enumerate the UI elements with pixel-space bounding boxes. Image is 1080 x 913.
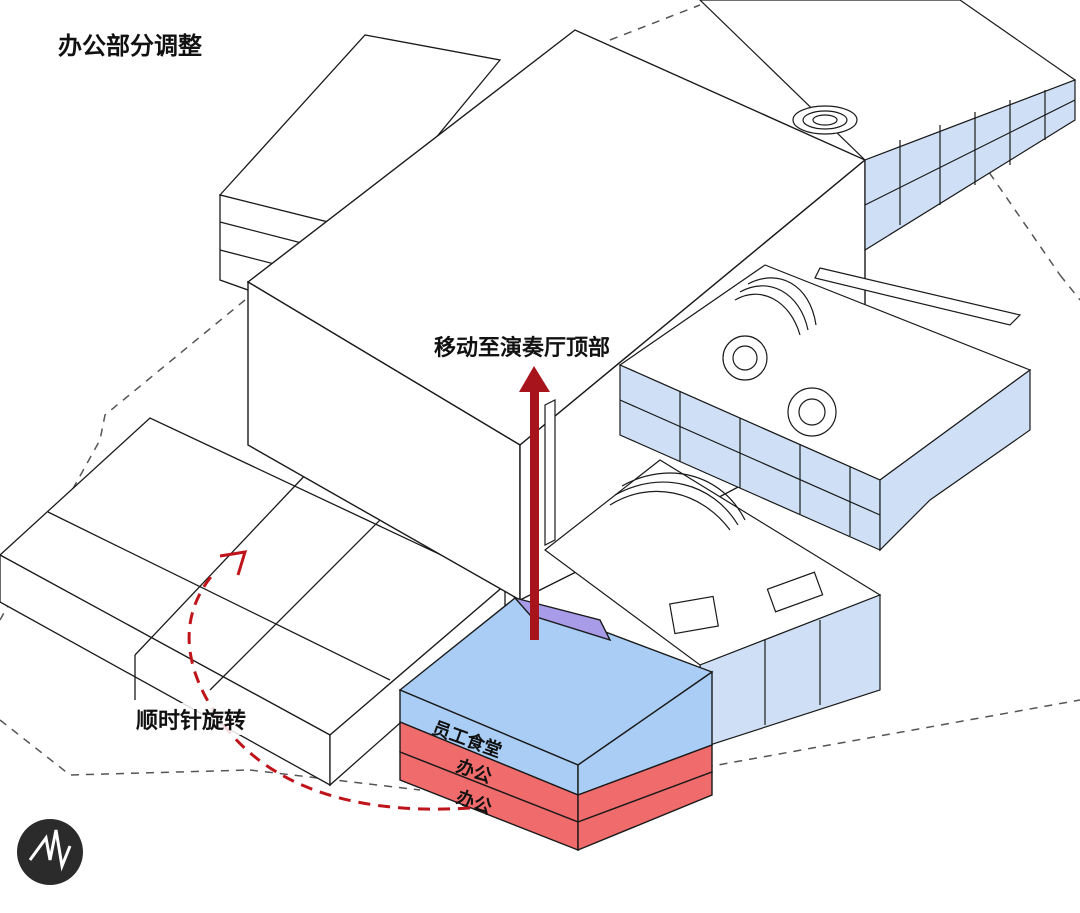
move-up-annotation: 移动至演奏厅顶部 bbox=[432, 330, 613, 362]
vertical-fin bbox=[544, 399, 556, 546]
compass-logo-icon bbox=[17, 819, 83, 885]
rotate-annotation: 顺时针旋转 bbox=[134, 703, 249, 735]
lower-right-terrace-block bbox=[544, 459, 882, 746]
move-up-arrow bbox=[519, 366, 550, 640]
diagram-title: 办公部分调整 bbox=[58, 32, 202, 60]
upper-right-glazed-block bbox=[699, 0, 1077, 252]
middle-right-glazed-platform bbox=[618, 264, 1032, 552]
